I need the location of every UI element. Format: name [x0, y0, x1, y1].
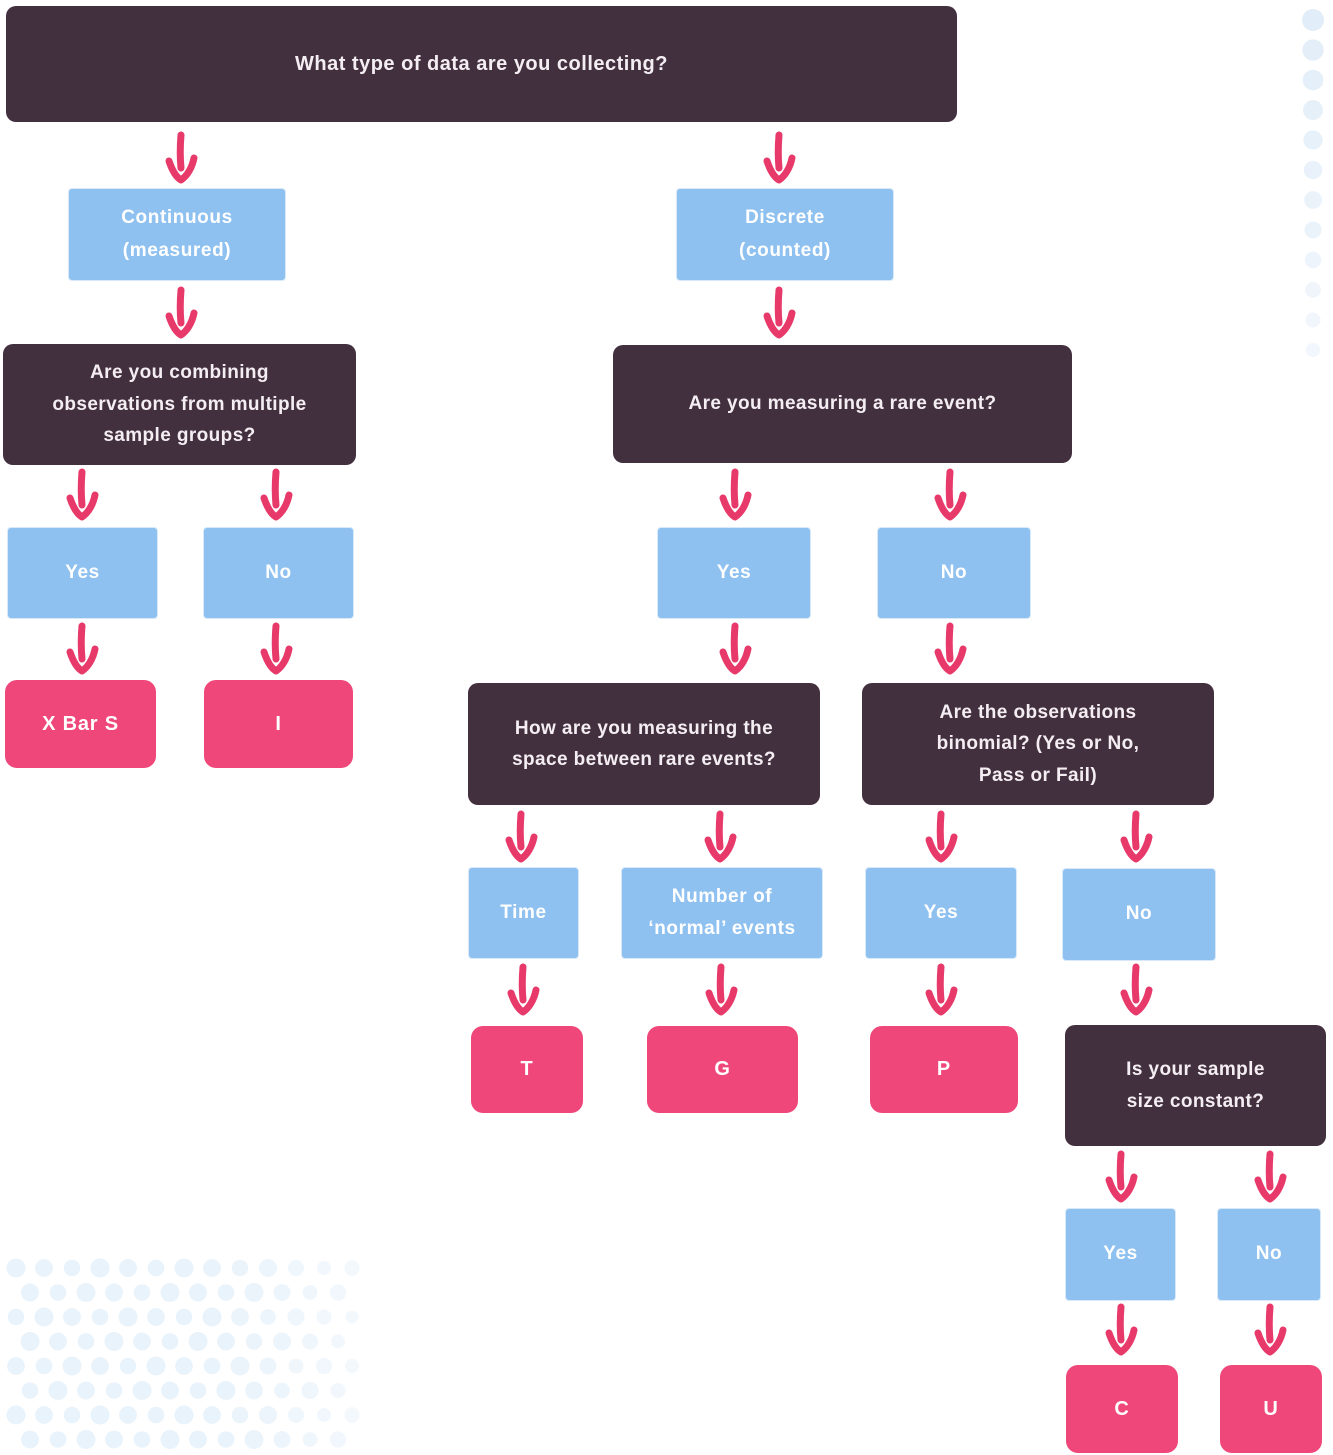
- result-i: I: [204, 680, 353, 768]
- arrow-down-icon: [1102, 1150, 1140, 1206]
- arrow-down-icon: [922, 810, 960, 866]
- arrow-down-icon: [257, 622, 295, 678]
- option-continuous: Continuous (measured): [69, 189, 285, 280]
- arrow-down-icon: [1251, 1150, 1289, 1206]
- option-rare-no: No: [878, 528, 1030, 618]
- arrow-down-icon: [922, 963, 960, 1019]
- option-combining-yes: Yes: [8, 528, 157, 618]
- question-space-measurement: How are you measuring the space between …: [468, 683, 820, 805]
- question-sample-size-constant: Is your sample size constant?: [1065, 1025, 1326, 1146]
- result-t: T: [471, 1026, 583, 1113]
- arrow-down-icon: [63, 622, 101, 678]
- option-constant-yes: Yes: [1066, 1209, 1175, 1300]
- arrow-down-icon: [1102, 1303, 1140, 1359]
- arrow-down-icon: [162, 286, 200, 342]
- arrow-down-icon: [702, 963, 740, 1019]
- arrow-down-icon: [716, 468, 754, 524]
- dot-column-decoration: [1302, 9, 1324, 358]
- option-time: Time: [469, 868, 578, 958]
- dot-grid-decoration: [6, 1258, 360, 1449]
- option-discrete: Discrete (counted): [677, 189, 893, 280]
- option-binomial-yes: Yes: [866, 868, 1016, 958]
- result-u: U: [1220, 1365, 1322, 1453]
- arrow-down-icon: [1251, 1303, 1289, 1359]
- arrow-down-icon: [760, 131, 798, 187]
- arrow-down-icon: [63, 468, 101, 524]
- arrow-down-icon: [760, 286, 798, 342]
- result-p: P: [870, 1026, 1018, 1113]
- arrow-down-icon: [504, 963, 542, 1019]
- arrow-down-icon: [502, 810, 540, 866]
- option-rare-yes: Yes: [658, 528, 810, 618]
- arrow-down-icon: [257, 468, 295, 524]
- question-binomial: Are the observations binomial? (Yes or N…: [862, 683, 1214, 805]
- arrow-down-icon: [931, 468, 969, 524]
- question-rare-event: Are you measuring a rare event?: [613, 345, 1072, 463]
- arrow-down-icon: [701, 810, 739, 866]
- option-constant-no: No: [1218, 1209, 1320, 1300]
- arrow-down-icon: [931, 622, 969, 678]
- question-combining-observations: Are you combining observations from mult…: [3, 344, 356, 465]
- arrow-down-icon: [1117, 963, 1155, 1019]
- arrow-down-icon: [1117, 810, 1155, 866]
- option-binomial-no: No: [1063, 869, 1215, 960]
- question-data-type: What type of data are you collecting?: [6, 6, 957, 122]
- arrow-down-icon: [162, 131, 200, 187]
- arrow-down-icon: [716, 622, 754, 678]
- result-c: C: [1066, 1365, 1178, 1453]
- result-g: G: [647, 1026, 798, 1113]
- option-normal-events: Number of ‘normal’ events: [622, 868, 822, 958]
- option-combining-no: No: [204, 528, 353, 618]
- result-xbar-s: X Bar S: [5, 680, 156, 768]
